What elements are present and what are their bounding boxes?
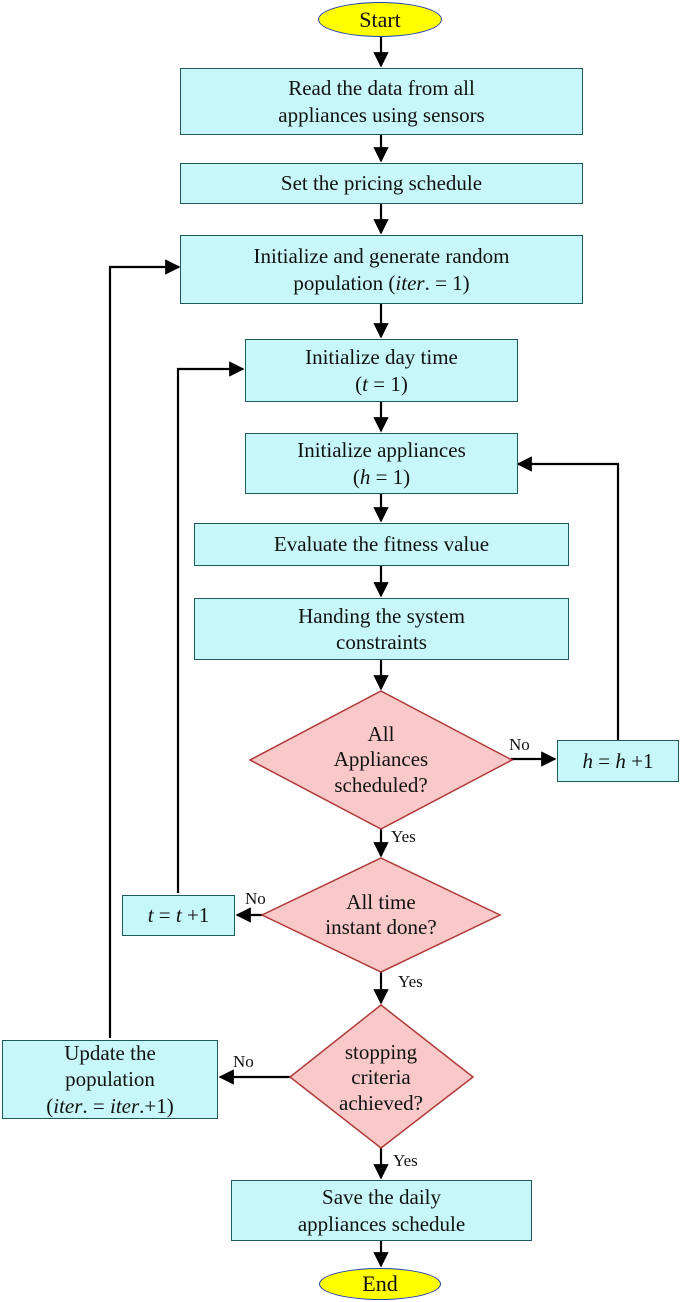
- update-population-line-1: Update the: [64, 1041, 156, 1066]
- save-schedule-line-2: appliances schedule: [297, 1211, 466, 1236]
- decision-stop-diamond: [288, 1004, 475, 1149]
- init-day-line-2: (t = 1): [355, 371, 408, 396]
- label-no-appliances: No: [509, 735, 530, 754]
- label-no-time: No: [245, 889, 266, 908]
- constraints-line-2: constraints: [336, 630, 427, 654]
- constraints-line-1: Handing the system: [298, 603, 465, 628]
- save-schedule-box: Save the daily appliances schedule: [231, 1180, 532, 1241]
- label-yes-stop: Yes: [393, 1151, 418, 1170]
- decision-stop-line-3: achieved?: [339, 1090, 423, 1115]
- loop-iter-increment: [108, 259, 181, 1038]
- end-label: End: [362, 1271, 398, 1296]
- decision-appliances-diamond: [248, 690, 514, 830]
- h-increment-box: h = h +1: [557, 740, 679, 782]
- init-day-time-box: Initialize day time (t = 1): [245, 339, 518, 402]
- label-yes-appliances: Yes: [391, 827, 416, 846]
- init-population-line-2: population (iter. = 1): [293, 270, 470, 295]
- loop-t-increment: [176, 361, 245, 893]
- init-appliances-box: Initialize appliances (h = 1): [245, 433, 518, 494]
- decision-time-line-2: instant done?: [325, 915, 437, 939]
- decision-appliances-line-3: scheduled?: [334, 772, 428, 797]
- update-population-box: Update the population (iter. = iter.+1): [2, 1040, 218, 1119]
- fitness-box: Evaluate the fitness value: [194, 523, 569, 566]
- decision-time-diamond: [260, 857, 502, 973]
- h-increment-text: h = h +1: [582, 748, 654, 773]
- pricing-box: Set the pricing schedule: [180, 163, 583, 204]
- init-population-box: Initialize and generate random populatio…: [180, 235, 583, 304]
- decision-stop-line-2: criteria: [351, 1065, 411, 1090]
- t-increment-text: t = t +1: [147, 903, 210, 928]
- init-appliances-line-2: (h = 1): [352, 464, 411, 489]
- update-population-line-3: (iter. = iter.+1): [46, 1093, 174, 1118]
- init-appliances-line-1: Initialize appliances: [297, 438, 466, 463]
- save-schedule-line-1: Save the daily: [322, 1185, 441, 1210]
- decision-stop-text: stopping criteria achieved?: [301, 1040, 461, 1116]
- read-data-box: Read the data from all appliances using …: [180, 68, 583, 135]
- t-increment-box: t = t +1: [122, 895, 235, 936]
- update-population-line-2: population: [65, 1067, 155, 1092]
- read-data-line-1: Read the data from all: [288, 76, 475, 101]
- label-yes-time: Yes: [398, 972, 423, 991]
- read-data-line-2: appliances using sensors: [278, 102, 485, 127]
- decision-appliances-line-2: Appliances: [333, 747, 429, 772]
- init-population-line-1: Initialize and generate random: [253, 244, 510, 269]
- start-label: Start: [359, 6, 401, 32]
- decision-appliances-line-1: All: [367, 722, 395, 747]
- decision-appliances-text: All Appliances scheduled?: [281, 722, 481, 798]
- decision-stop-line-1: stopping: [344, 1040, 418, 1065]
- pricing-line-1: Set the pricing schedule: [280, 171, 483, 196]
- start-terminal: Start: [318, 2, 442, 37]
- decision-time-text: All time instant done?: [286, 889, 476, 941]
- fitness-line-1: Evaluate the fitness value: [273, 532, 490, 557]
- end-terminal: End: [319, 1268, 441, 1300]
- init-day-line-1: Initialize day time: [305, 345, 458, 370]
- constraints-box: Handing the system constraints: [194, 598, 569, 660]
- label-no-stop: No: [233, 1052, 254, 1071]
- loop-h-increment: [516, 456, 620, 740]
- decision-time-line-1: All time: [346, 889, 416, 914]
